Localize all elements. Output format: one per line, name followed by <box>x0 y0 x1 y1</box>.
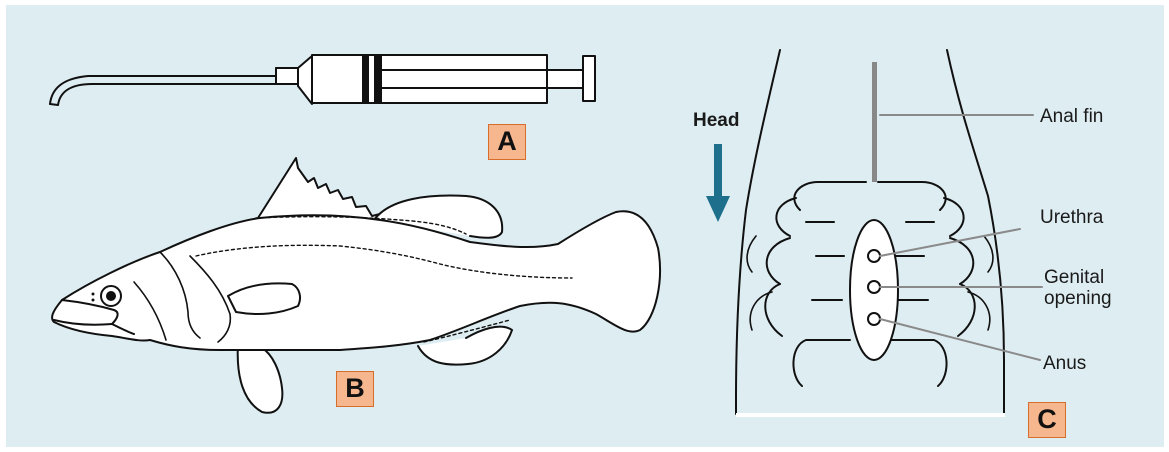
anal-fin-label: Anal fin <box>1040 106 1103 127</box>
leader-lines <box>880 115 1042 360</box>
syringe-drawing <box>50 55 595 105</box>
panel-label-b: B <box>336 371 374 407</box>
down-arrow-icon <box>706 144 730 222</box>
head-label: Head <box>693 110 739 132</box>
panel-label-a: A <box>488 124 526 160</box>
anus-label: Anus <box>1043 353 1086 374</box>
genital-opening-label-line1: Genital <box>1044 267 1104 288</box>
genital-opening-label-line2: opening <box>1044 288 1112 309</box>
vent-detail-drawing <box>736 50 1042 417</box>
panel-label-c: C <box>1028 402 1066 438</box>
urethra-label: Urethra <box>1040 207 1103 228</box>
